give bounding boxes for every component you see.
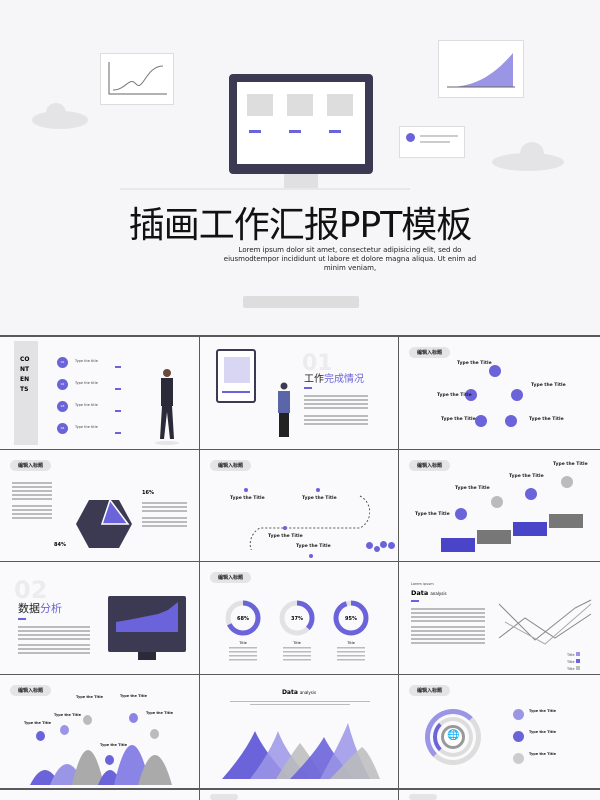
slide-peaks[interactable]: Data analysis — [200, 675, 398, 788]
donut-chart: 68% Title — [225, 600, 261, 661]
area-chart-card — [438, 40, 524, 98]
globe-icon: 🌐 — [447, 730, 460, 741]
analysis-title: Data analysis — [411, 589, 447, 597]
donut-text-line — [283, 659, 311, 661]
slide-section-02[interactable]: 02 数据分析 — [0, 562, 199, 674]
hexagon-pie-chart — [76, 498, 132, 548]
donut-label: 37% — [291, 616, 303, 622]
legend-item: Title — [567, 666, 580, 673]
donut-text-line — [229, 659, 257, 661]
cloud-icon — [32, 103, 88, 129]
cloud-icon — [492, 142, 564, 171]
donut-label: 95% — [345, 616, 357, 622]
section-title: 数据分析 — [18, 602, 62, 615]
donut-charts: 68% Title 37% Title 95% Title — [225, 600, 369, 661]
donut-text-line — [283, 655, 311, 657]
slide-timeline[interactable]: 编辑入标题 Type the Title Type the Title Type… — [200, 450, 398, 561]
slide-balloon-mountains[interactable]: 编辑入标题 Type the Title Type the Title Type… — [0, 675, 199, 788]
cover-slide[interactable]: 插画工作汇报PPT模板 Lorem ipsum dolor sit amet, … — [0, 0, 600, 335]
donut-text-line — [229, 655, 257, 657]
slide-section-01[interactable]: 01 工作完成情况 — [200, 337, 398, 449]
donut-text-line — [337, 659, 365, 661]
cover-title: 插画工作汇报PPT模板 — [128, 205, 472, 246]
peak-chart — [222, 723, 380, 779]
slide-pie[interactable]: 编辑入标题 16% 84% — [0, 450, 199, 561]
donut-title: Title — [346, 641, 355, 645]
donut-text-line — [283, 647, 311, 649]
mountain-chart — [30, 745, 172, 785]
line-chart — [498, 599, 592, 645]
cover-button-bar — [243, 296, 359, 308]
slide-partial[interactable] — [0, 790, 199, 800]
timeline-path — [249, 495, 370, 550]
clipboard-illustration — [216, 349, 256, 403]
donut-text-line — [229, 647, 257, 649]
slide-icons-network[interactable]: 编辑入标题 Type the Title Type the Title Type… — [399, 337, 600, 449]
line-chart-card — [100, 53, 174, 105]
pie-large-label: 84% — [54, 542, 66, 548]
section-number: 01 — [302, 351, 333, 376]
text-card — [399, 126, 465, 158]
slide-rings[interactable]: 编辑入标题 🌐 Type the Title Type the Title Ty… — [399, 675, 600, 788]
donut-title: Title — [292, 641, 301, 645]
donut-chart: 37% Title — [279, 600, 315, 661]
legend-item: Title — [567, 652, 580, 659]
donut-text-line — [283, 651, 311, 653]
area-chart-icon — [447, 53, 515, 88]
donut-title: Title — [238, 641, 247, 645]
monitor-stand — [284, 174, 318, 188]
person-illustration — [278, 382, 290, 437]
legend-item: Title — [567, 659, 580, 666]
analysis-title: Data analysis — [281, 689, 317, 696]
donut-fill — [279, 600, 315, 636]
slide-steps[interactable]: 编辑入标题 Type the Title Type the Title Type… — [399, 450, 600, 561]
monitor-chart-illustration — [108, 596, 186, 652]
slide-data-analysis[interactable]: Lorem ipsum Data analysis Title Title Ti… — [399, 562, 600, 674]
donut-text-line — [337, 655, 365, 657]
slide-partial[interactable] — [200, 790, 398, 800]
donut-fill — [333, 600, 369, 636]
businessman-illustration — [155, 369, 179, 445]
donut-fill — [225, 600, 261, 636]
pie-small-label: 16% — [142, 490, 154, 496]
donut-chart: 95% Title — [333, 600, 369, 661]
section-title: 工作完成情况 — [304, 374, 364, 385]
slide-tag: 编辑入标题 — [409, 347, 451, 358]
donut-text-line — [337, 651, 365, 653]
contents-heading: CONTENTS — [20, 356, 30, 393]
donut-text-line — [229, 651, 257, 653]
cover-subtitle: Lorem ipsum dolor sit amet, consectetur … — [223, 246, 477, 272]
donut-text-line — [337, 647, 365, 649]
slide-partial[interactable] — [399, 790, 600, 800]
monitor-illustration — [229, 74, 373, 174]
donut-label: 68% — [237, 616, 249, 622]
line-chart-icon — [108, 62, 167, 95]
